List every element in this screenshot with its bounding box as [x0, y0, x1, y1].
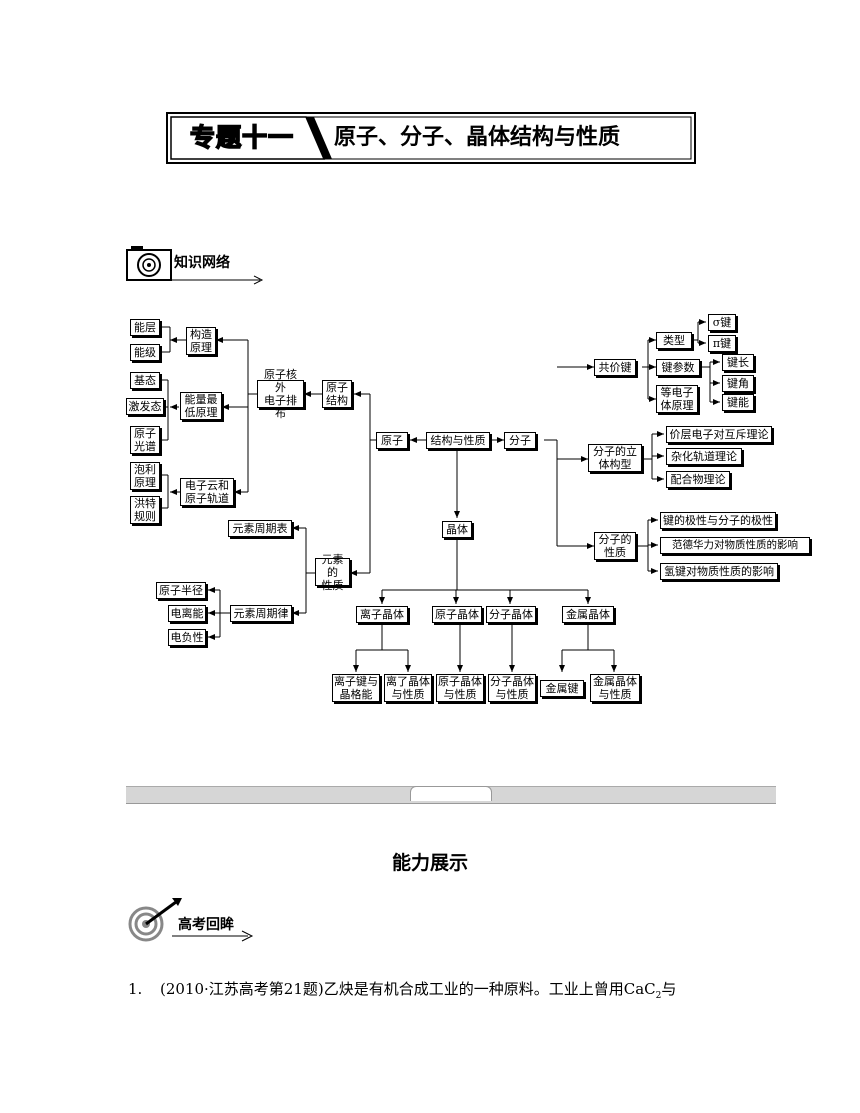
node-atomic-spectrum: 原子 光谱	[130, 426, 160, 454]
node-bond-parameters: 键参数	[656, 359, 700, 376]
node-electron-cloud-orbital: 电子云和 原子轨道	[180, 478, 234, 506]
node-atomic-structure: 原子 结构	[322, 380, 352, 408]
node-covalent-bond: 共价键	[594, 359, 636, 376]
node-metallic-crystal-properties: 金属晶体 与性质	[590, 674, 640, 702]
diagram-connectors	[160, 319, 720, 672]
node-aufbau-principle: 构造 原理	[186, 327, 216, 355]
node-periodic-law: 元素周期律	[230, 605, 292, 622]
node-ionic-crystal-properties: 离了晶体 与性质	[384, 674, 432, 702]
node-hybrid-orbital-theory: 杂化轨道理论	[666, 448, 742, 465]
banner-frame	[166, 112, 696, 164]
chapter-number: 专题十一	[189, 122, 294, 153]
node-molecular-crystal: 分子晶体	[486, 606, 536, 623]
node-excited-state: 激发态	[126, 398, 164, 415]
node-metallic-crystal: 金属晶体	[562, 606, 614, 623]
node-van-der-waals-effect: 范德华力对物质性质的影响	[660, 537, 810, 554]
exam-review-label: 高考回眸	[178, 917, 234, 933]
question-subscript: 2	[655, 991, 662, 1001]
node-bond-polarity: 键的极性与分子的极性	[660, 512, 776, 529]
node-ground-state: 基态	[130, 372, 160, 389]
node-molecular-geometry: 分子的立 体构型	[588, 444, 642, 472]
node-sigma-bond: σ键	[708, 314, 736, 331]
section-separator	[126, 783, 776, 805]
node-ionic-crystal: 离子晶体	[356, 606, 408, 623]
node-crystal: 晶体	[442, 521, 472, 538]
node-energy-level: 能级	[130, 344, 160, 361]
knowledge-network-label: 知识网络	[174, 255, 230, 271]
node-lowest-energy-principle: 能量最 低原理	[180, 392, 222, 420]
node-structure-and-properties: 结构与性质	[426, 432, 490, 449]
camera-icon	[126, 246, 264, 285]
chapter-banner: 专题十一 原子、分子、晶体结构与性质	[166, 112, 696, 164]
node-bond-length: 键长	[722, 354, 754, 371]
node-bond-type: 类型	[656, 332, 692, 349]
node-atomic-crystal: 原子晶体	[432, 606, 482, 623]
node-periodic-table: 元素周期表	[228, 520, 292, 537]
concept-diagram: 能层 能级 构造 原理 基态 激发态 原子 光谱 能量最 低原理 泡利 原理 洪…	[124, 310, 810, 710]
node-hydrogen-bond-effect: 氢键对物质性质的影响	[660, 563, 778, 580]
node-ionization-energy: 电离能	[168, 605, 206, 622]
chapter-title: 原子、分子、晶体结构与性质	[334, 125, 621, 150]
question-number: 1.	[128, 980, 143, 998]
exam-review-header: 高考回眸	[126, 896, 266, 944]
node-bond-energy: 键能	[722, 394, 754, 411]
node-metallic-bond: 金属键	[540, 680, 584, 697]
node-pi-bond: π键	[708, 335, 736, 352]
node-molecular-properties: 分子的 性质	[594, 532, 636, 560]
node-bond-angle: 键角	[722, 375, 754, 392]
node-hund-rule: 洪特 规则	[130, 496, 160, 524]
node-vsepr-theory: 价层电子对互斥理论	[666, 426, 772, 443]
node-energy-shell: 能层	[130, 319, 160, 336]
node-atomic-crystal-properties: 原子晶体 与性质	[436, 674, 484, 702]
node-atomic-radius: 原子半径	[156, 582, 206, 599]
question-1: 1. (2010·江苏高考第21题)乙炔是有机合成工业的一种原料。工业上曾用CaC…	[128, 978, 808, 1001]
node-element-properties: 元素的 性质	[315, 553, 350, 592]
knowledge-network-header: 知识网络	[126, 244, 266, 286]
node-molecular-crystal-properties: 分子晶体 与性质	[488, 674, 536, 702]
node-electron-configuration: 原子核外 电子排布	[257, 368, 304, 420]
separator-tab	[410, 786, 492, 801]
node-isoelectronic-principle: 等电子 体原理	[656, 385, 698, 413]
target-dart-icon	[128, 898, 254, 942]
node-atom: 原子	[376, 432, 408, 449]
question-tail: 与	[661, 980, 677, 998]
node-molecule: 分子	[504, 432, 536, 449]
ability-heading: 能力展示	[391, 852, 468, 874]
node-electronegativity: 电负性	[168, 629, 206, 646]
node-ionic-bond-lattice-energy: 离子键与 晶格能	[332, 674, 380, 702]
question-text: (2010·江苏高考第21题)乙炔是有机合成工业的一种原料。工业上曾用CaC	[160, 980, 656, 998]
node-pauli-principle: 泡利 原理	[130, 462, 160, 490]
node-coordination-theory: 配合物理论	[666, 471, 730, 488]
